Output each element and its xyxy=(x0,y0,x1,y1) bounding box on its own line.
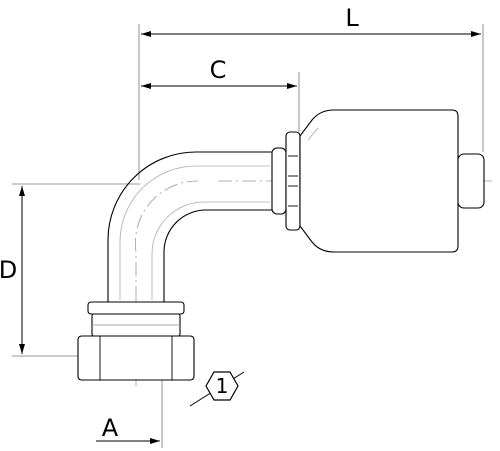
tube-highlight-lower xyxy=(151,201,270,300)
ferrule-ring xyxy=(285,131,301,231)
dimension-label-A: A xyxy=(102,414,119,442)
extension-lines xyxy=(12,24,484,448)
callout-1: 1 xyxy=(189,371,245,407)
tube-inner-edge xyxy=(163,209,272,302)
swivel-nut xyxy=(77,301,195,381)
nut-hex-body xyxy=(77,335,195,381)
tube-highlight-upper xyxy=(119,165,270,300)
elbow-tube xyxy=(107,151,272,302)
dimension-label-L: L xyxy=(345,4,359,32)
ferrule-collar xyxy=(271,147,287,215)
dimension-lines xyxy=(19,31,481,444)
ferrule-body xyxy=(299,109,459,253)
nut-shoulder xyxy=(87,301,185,315)
callout-hexagon xyxy=(205,371,239,401)
tube-outer-edge xyxy=(107,151,272,302)
callout-number: 1 xyxy=(216,374,229,398)
dimension-label-C: C xyxy=(210,56,227,84)
hose-ferrule xyxy=(271,109,485,253)
ferrule-tail xyxy=(457,153,485,209)
dimension-label-D: D xyxy=(0,256,17,284)
